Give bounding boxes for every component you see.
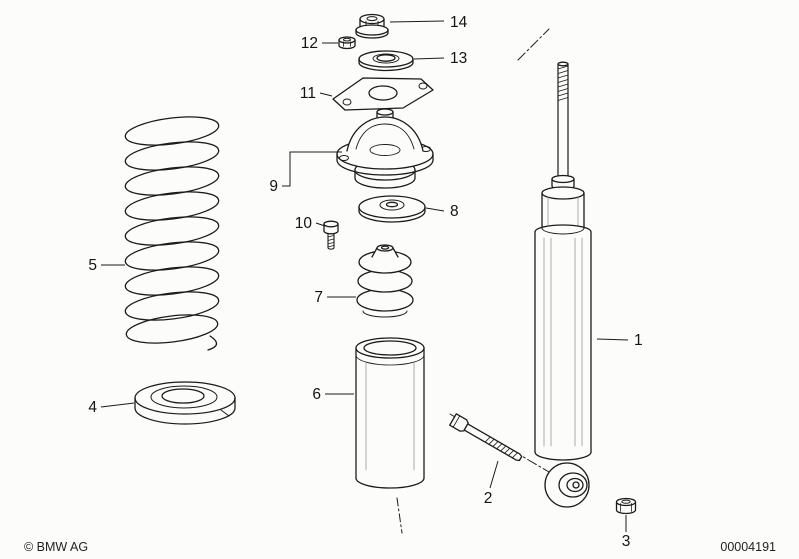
callout-7[interactable]: 7 — [314, 289, 323, 306]
callout-11[interactable]: 11 — [300, 85, 316, 102]
screw-10-drawing — [323, 220, 339, 250]
leader-10 — [315, 222, 326, 227]
leader-14 — [389, 20, 445, 23]
doc-number: 00004191 — [720, 540, 776, 554]
leader-8 — [425, 207, 445, 212]
leader-11 — [319, 92, 333, 97]
nut-12-drawing — [338, 36, 356, 50]
callout-10[interactable]: 10 — [295, 215, 313, 232]
nut-3-drawing — [615, 497, 637, 515]
axis-line — [396, 497, 403, 534]
callout-5[interactable]: 5 — [88, 257, 97, 274]
rubber-buffer-drawing — [356, 244, 414, 318]
protective-tube-drawing — [355, 337, 425, 489]
leader-2 — [489, 460, 499, 489]
leader-9 — [282, 151, 342, 187]
callout-13[interactable]: 13 — [450, 50, 467, 67]
nut-14-drawing — [355, 13, 389, 39]
callout-3[interactable]: 3 — [622, 533, 631, 550]
support-mount-drawing — [336, 108, 434, 189]
washer-13-drawing — [358, 50, 414, 72]
callout-8[interactable]: 8 — [450, 203, 459, 220]
callout-9[interactable]: 9 — [269, 178, 278, 195]
copyright-text: © BMW AG — [24, 540, 88, 554]
callout-1[interactable]: 1 — [634, 332, 643, 349]
spring-pad-drawing — [134, 381, 236, 425]
callout-6[interactable]: 6 — [312, 386, 321, 403]
bolt-2-drawing — [449, 413, 550, 473]
callout-14[interactable]: 14 — [450, 14, 468, 31]
washer-8-drawing — [358, 195, 426, 223]
callout-2[interactable]: 2 — [484, 490, 493, 507]
leader-13 — [413, 57, 445, 60]
gasket-plate-drawing — [332, 77, 434, 111]
leader-lines — [100, 20, 629, 532]
callout-12[interactable]: 12 — [301, 35, 318, 52]
leader-1 — [596, 338, 629, 341]
callout-4[interactable]: 4 — [88, 399, 97, 416]
coil-spring-drawing — [124, 116, 220, 351]
leader-4 — [100, 402, 135, 408]
shock-absorber-drawing — [517, 28, 592, 508]
